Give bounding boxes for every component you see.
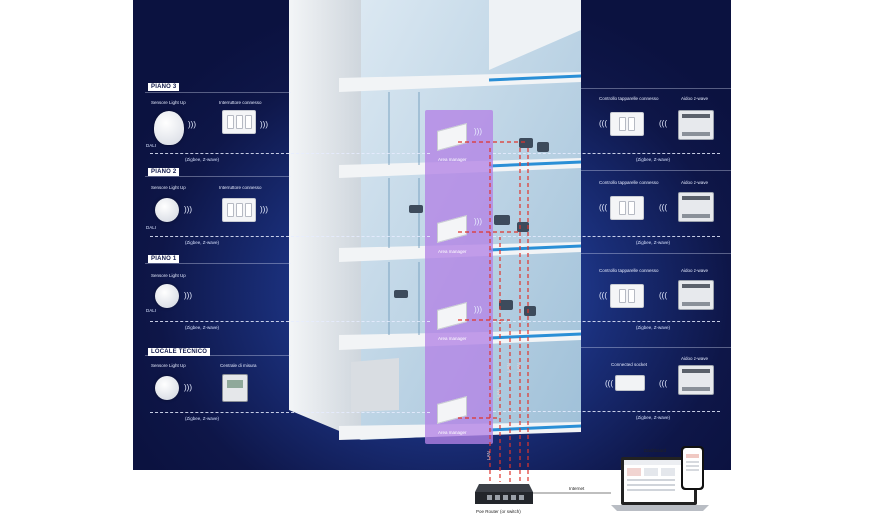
lan-label: LAN: [506, 363, 511, 372]
wifi-icon: ))): [474, 127, 482, 136]
floor-separator: [581, 170, 731, 171]
area-manager-column: [425, 110, 493, 444]
device-label: Controllo tapparelle connesso: [599, 268, 659, 273]
dali-label: DALI: [146, 308, 157, 313]
dashboard-label: Dashboard: [644, 448, 667, 453]
protocol-label: (Zigbee, Z-wave): [636, 240, 671, 245]
light-sensor[interactable]: [154, 111, 184, 145]
dashboard-phone[interactable]: [681, 446, 704, 490]
shutter-control[interactable]: [610, 284, 644, 308]
protocol-line: [150, 153, 430, 154]
aidoo-module[interactable]: [678, 365, 714, 395]
protocol-label: (Zigbee, Z-wave): [636, 415, 671, 420]
protocol-label: (Zigbee, Z-wave): [185, 325, 220, 330]
light-sensor[interactable]: [155, 198, 179, 222]
device-label: Aidoo z-wave: [681, 180, 709, 185]
area-manager-label-1: Area manager: [438, 336, 467, 341]
area-manager-label-3: Area manager: [438, 157, 467, 162]
wifi-icon: (((: [659, 291, 667, 300]
protocol-label: (Zigbee, Z-wave): [185, 157, 220, 162]
device-label: Centrale di misura: [220, 363, 257, 368]
device-label: Interruttore connesso: [219, 100, 262, 105]
dali-label: DALI: [146, 143, 157, 148]
device-label: Sensore Light Up: [151, 363, 186, 368]
floor-label-piano3: PIANO 3: [148, 83, 180, 91]
shutter-control[interactable]: [610, 112, 644, 136]
device-label: Sensore Light Up: [151, 273, 186, 278]
wifi-icon: ))): [474, 217, 482, 226]
area-manager-label-0: Area manager: [438, 430, 467, 435]
wifi-icon: ))): [260, 120, 268, 129]
connected-switch[interactable]: [222, 198, 256, 222]
wifi-icon: (((: [659, 379, 667, 388]
aidoo-module[interactable]: [678, 110, 714, 140]
building-illustration: [289, 0, 581, 440]
wifi-icon: ))): [184, 205, 192, 214]
protocol-label: (Zigbee, Z-wave): [636, 157, 671, 162]
internet-label: Internet: [569, 486, 585, 491]
device-label: Sensore Light Up: [151, 100, 186, 105]
wifi-icon: ))): [184, 383, 192, 392]
device-label: Aidoo z-wave: [681, 356, 709, 361]
protocol-line: [493, 153, 720, 154]
protocol-line: [493, 321, 720, 322]
device-label: Aidoo z-wave: [681, 96, 709, 101]
protocol-line: [150, 412, 430, 413]
light-sensor[interactable]: [155, 376, 179, 400]
wifi-icon: ))): [188, 120, 196, 129]
floor-label-piano2: PIANO 2: [148, 168, 180, 176]
device-label: Aidoo z-wave: [681, 268, 709, 273]
protocol-line: [493, 411, 720, 412]
protocol-label: (Zigbee, Z-wave): [185, 416, 220, 421]
wifi-icon: (((: [599, 291, 607, 300]
wifi-icon: ))): [184, 291, 192, 300]
router-label: Poe Router (or switch): [476, 509, 521, 514]
protocol-line: [150, 321, 430, 322]
floor-label-locale-tecnico: LOCALE TECNICO: [148, 348, 211, 356]
lan-label: LAN: [516, 363, 521, 372]
energy-meter[interactable]: [222, 374, 248, 402]
device-label: Connected socket: [611, 362, 648, 367]
connected-switch[interactable]: [222, 110, 256, 134]
floor-separator: [145, 263, 291, 264]
device-label: Controllo tapparelle connesso: [599, 96, 659, 101]
lan-label: LAN: [486, 451, 491, 460]
aidoo-module[interactable]: [678, 192, 714, 222]
protocol-line: [493, 236, 720, 237]
protocol-line: [150, 236, 430, 237]
device-label: Controllo tapparelle connesso: [599, 180, 659, 185]
connected-socket[interactable]: [615, 375, 645, 391]
wifi-icon: ))): [474, 305, 482, 314]
wifi-icon: (((: [599, 203, 607, 212]
floor-label-piano1: PIANO 1: [148, 255, 180, 263]
poe-router[interactable]: [475, 478, 533, 506]
wifi-icon: (((: [599, 119, 607, 128]
protocol-label: (Zigbee, Z-wave): [185, 240, 220, 245]
floor-separator: [145, 355, 291, 356]
shutter-control[interactable]: [610, 196, 644, 220]
light-sensor[interactable]: [155, 284, 179, 308]
lan-label: LAN: [496, 389, 501, 398]
floor-separator: [581, 347, 731, 348]
device-label: Sensore Light Up: [151, 185, 186, 190]
aidoo-module[interactable]: [678, 280, 714, 310]
wifi-icon: (((: [659, 203, 667, 212]
area-manager-label-2: Area manager: [438, 249, 467, 254]
device-label: Interruttore connesso: [219, 185, 262, 190]
floor-separator: [145, 92, 291, 93]
wifi-icon: (((: [659, 119, 667, 128]
protocol-label: (Zigbee, Z-wave): [636, 325, 671, 330]
floor-separator: [581, 253, 731, 254]
floor-separator: [145, 176, 291, 177]
wifi-icon: (((: [605, 379, 613, 388]
dali-label: DALI: [146, 225, 157, 230]
wifi-icon: ))): [260, 205, 268, 214]
floor-separator: [581, 88, 731, 89]
